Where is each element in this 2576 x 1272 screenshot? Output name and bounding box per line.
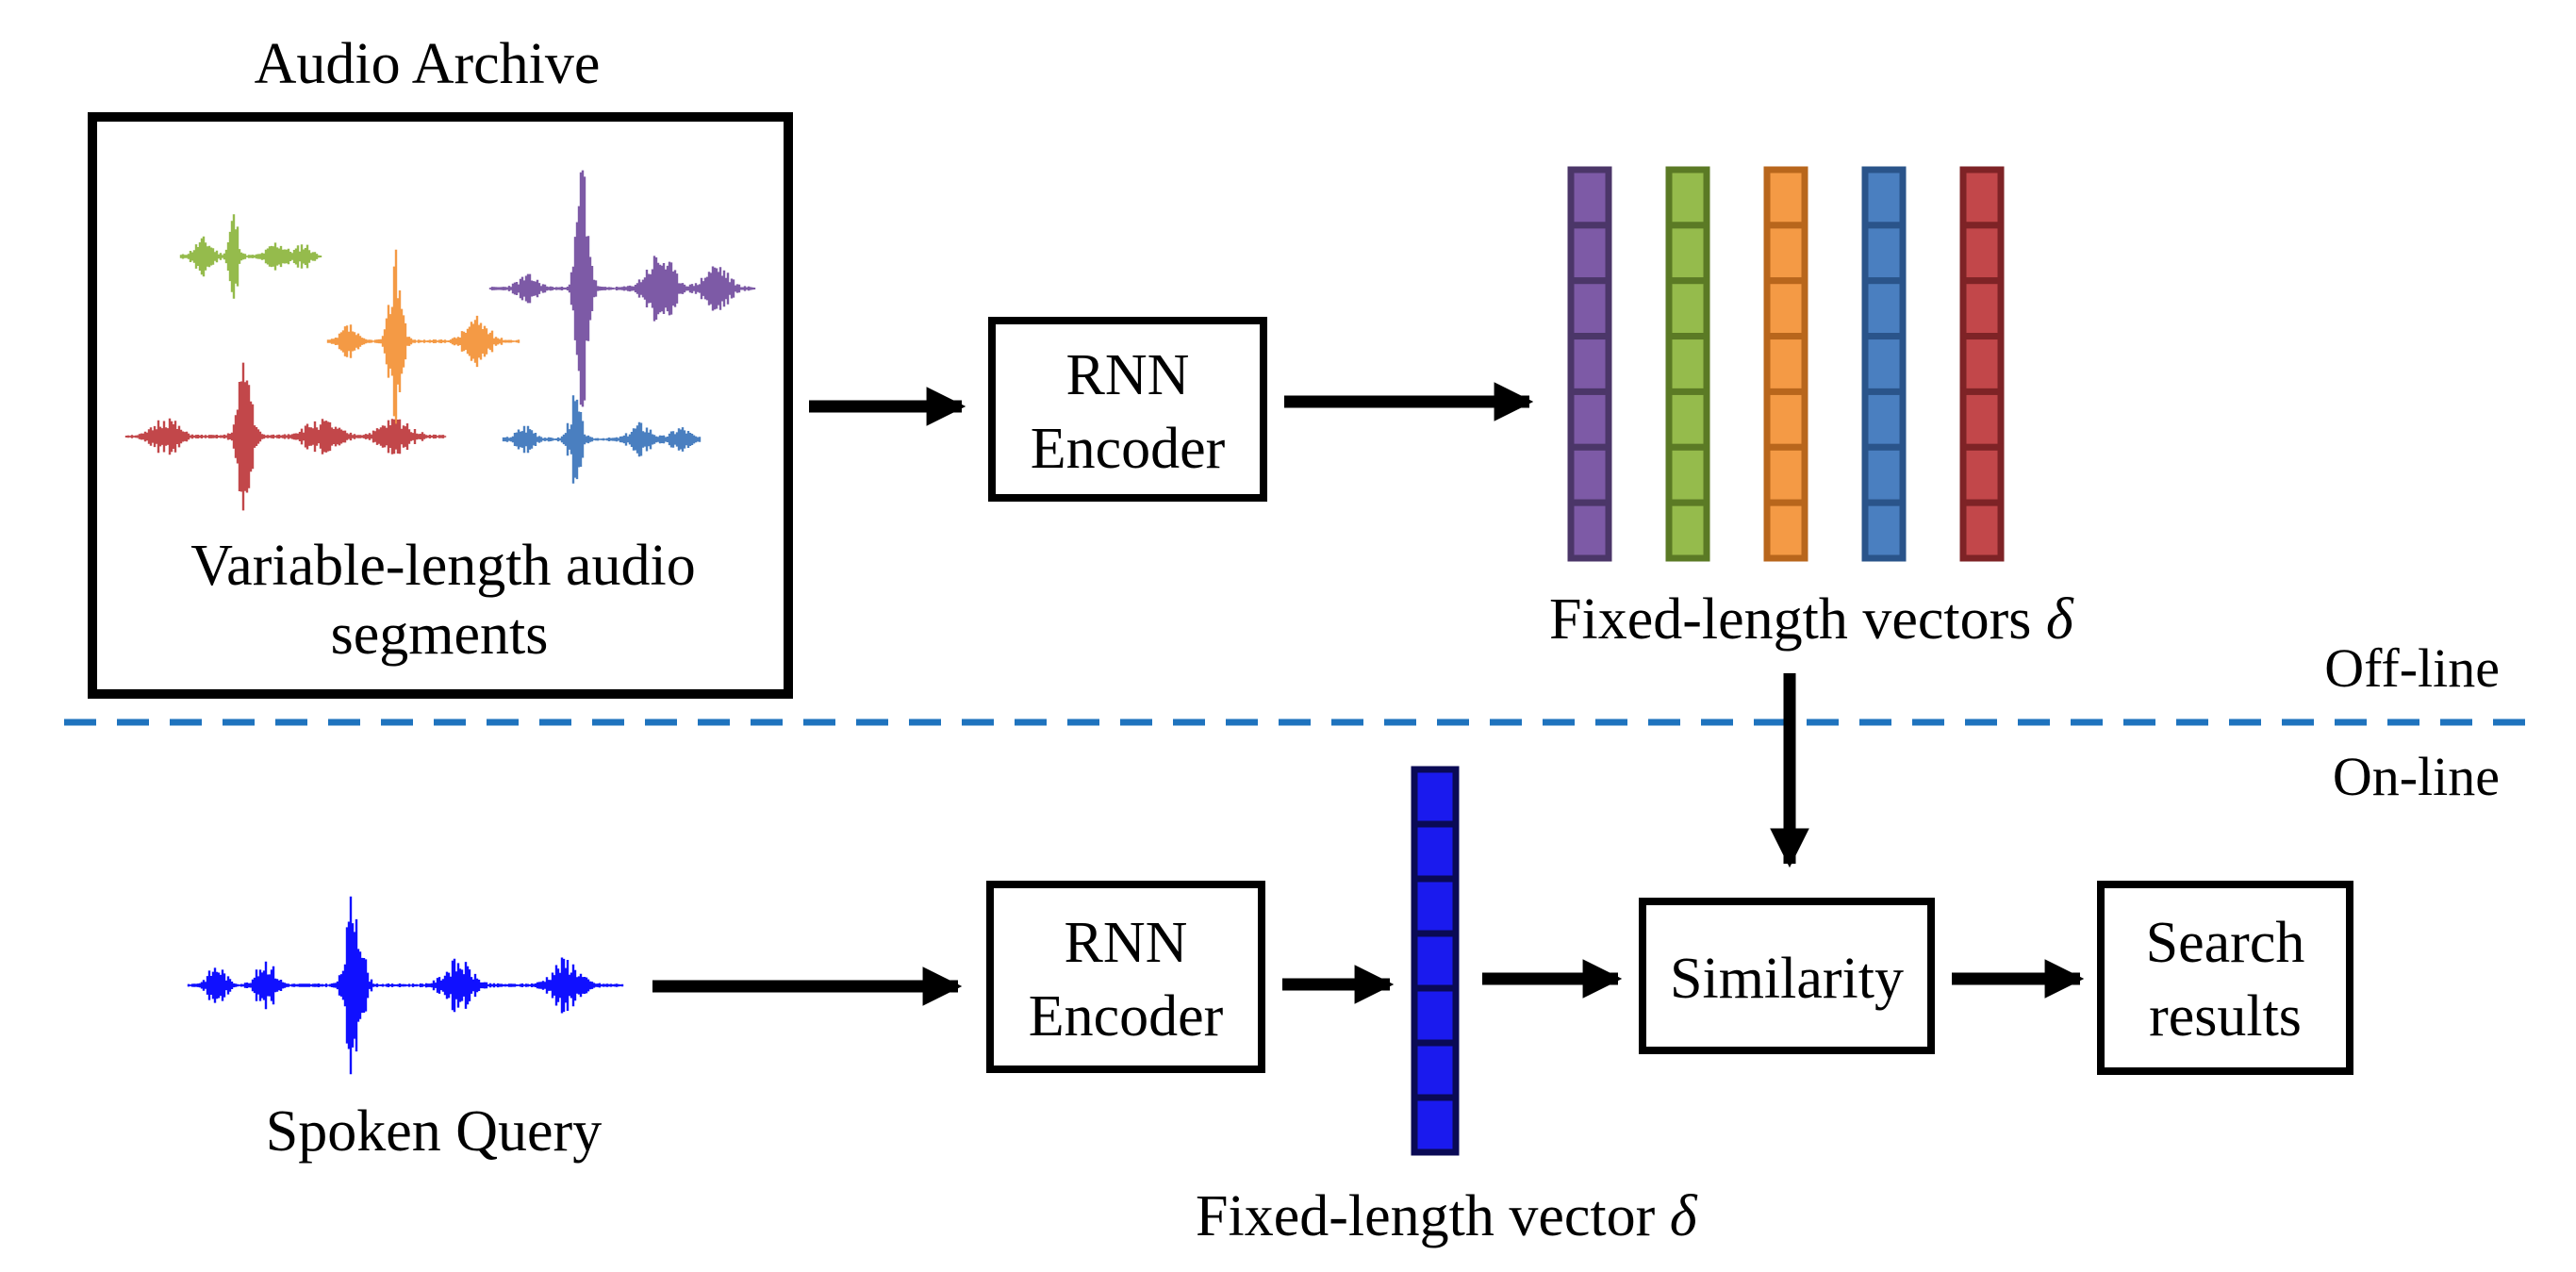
vector-cell: [1411, 820, 1460, 883]
audio-waveform-icon: [179, 214, 322, 299]
offline-vectors-caption: Fixed-length vectors δ: [1549, 587, 2074, 652]
vector-cell: [1861, 166, 1907, 229]
online-vector-caption: Fixed-length vector δ: [1196, 1184, 1698, 1248]
vector-cell: [1567, 443, 1612, 506]
vector-cell: [1665, 222, 1710, 285]
vector-cell: [1763, 388, 1808, 451]
archive-title: Audio Archive: [255, 32, 601, 96]
vector-cell: [1411, 875, 1460, 937]
archive-waveforms: [124, 170, 756, 511]
vector-cell: [1861, 499, 1907, 562]
vector-cell: [1959, 499, 2005, 562]
online-encoder-line1: RNN: [1065, 911, 1188, 975]
online-encoder-box: [986, 881, 1265, 1073]
vector-cell: [1567, 333, 1612, 395]
vector-cell: [1861, 388, 1907, 451]
vector-cell: [1665, 277, 1710, 340]
vector-cell: [1861, 222, 1907, 285]
vector-cell: [1861, 277, 1907, 340]
vector-cell: [1665, 388, 1710, 451]
audio-waveform-icon: [488, 170, 756, 407]
vector-cell: [1567, 388, 1612, 451]
vector-cell: [1763, 443, 1808, 506]
vector-cell: [1763, 277, 1808, 340]
vector-cell: [1763, 222, 1808, 285]
delta-symbol: δ: [2046, 587, 2074, 652]
vector-cell: [1959, 277, 2005, 340]
delta-symbol: δ: [1670, 1184, 1698, 1248]
vector-cell: [1959, 222, 2005, 285]
vector-cell: [1959, 333, 2005, 395]
vector-cell: [1861, 333, 1907, 395]
audio-waveform-icon: [502, 395, 702, 484]
vector-cell: [1861, 443, 1907, 506]
vector-cell: [1411, 766, 1460, 828]
query-caption: Spoken Query: [266, 1099, 602, 1164]
spoken-query-waveform: [187, 896, 624, 1075]
similarity-box: [1639, 898, 1935, 1054]
vector-cell: [1665, 333, 1710, 395]
search-results-line2: results: [2149, 984, 2302, 1049]
audio-waveform-icon: [187, 896, 624, 1075]
vector-cell: [1411, 1039, 1460, 1101]
vector-cell: [1763, 166, 1808, 229]
vector-cell: [1567, 499, 1612, 562]
similarity-label: Similarity: [1670, 947, 1904, 1011]
vector-cell: [1567, 277, 1612, 340]
vector-cell: [1567, 222, 1612, 285]
vector-cell: [1959, 166, 2005, 229]
vector-cell: [1959, 388, 2005, 451]
vector-cell: [1567, 166, 1612, 229]
vector-cell: [1665, 499, 1710, 562]
online-encoder-line2: Encoder: [1029, 984, 1224, 1049]
vector-cell: [1411, 984, 1460, 1047]
archive-box: [88, 112, 793, 699]
audio-waveform-icon: [326, 249, 520, 434]
archive-caption-line2: segments: [331, 603, 549, 667]
search-results-box: [2097, 881, 2353, 1075]
offline-encoder-line2: Encoder: [1031, 417, 1226, 481]
online-vector-caption-text: Fixed-length vector: [1196, 1184, 1656, 1248]
offline-vectors-caption-text: Fixed-length vectors: [1549, 587, 2031, 652]
vector-cell: [1763, 499, 1808, 562]
vector-cell: [1763, 333, 1808, 395]
vector-cell: [1665, 443, 1710, 506]
offline-label: Off-line: [2324, 637, 2500, 699]
fixed-length-vectors: [1567, 166, 2005, 562]
archive-caption-line1: Variable-length audio: [190, 534, 695, 598]
vector-cell: [1411, 930, 1460, 992]
query-vector: [1411, 766, 1460, 1156]
search-results-line1: Search: [2146, 911, 2305, 975]
audio-waveform-icon: [124, 362, 447, 511]
vector-cell: [1959, 443, 2005, 506]
online-label: On-line: [2333, 746, 2500, 807]
offline-encoder-line1: RNN: [1066, 343, 1190, 407]
vector-cell: [1665, 166, 1710, 229]
vector-cell: [1411, 1094, 1460, 1156]
offline-encoder-box: [988, 317, 1267, 502]
